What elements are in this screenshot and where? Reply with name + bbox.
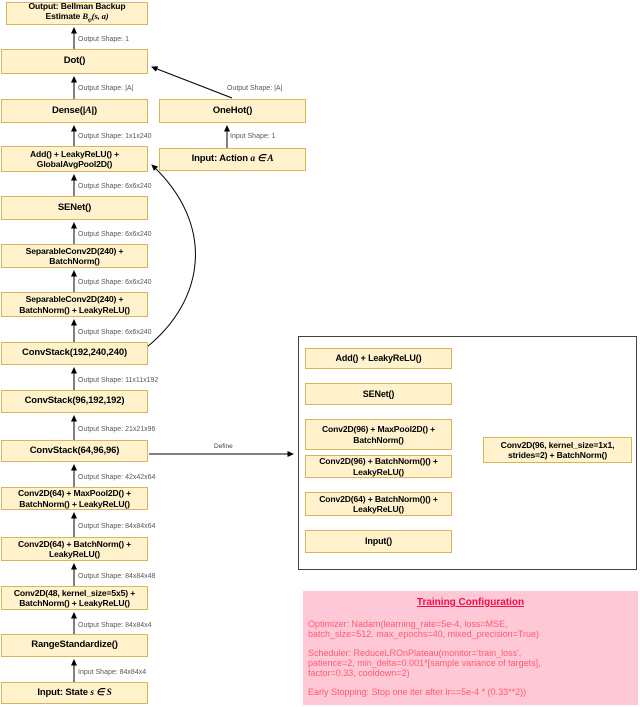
node-label: SeparableConv2D(240) + xyxy=(25,294,124,304)
subnode-input: Input() xyxy=(305,530,452,553)
node-label: BatchNorm() xyxy=(353,434,404,445)
config-line: Optimizer: Nadam(learning_rate=5e-4, los… xyxy=(308,619,508,629)
shape-label: Output Shape: 1x1x240 xyxy=(78,133,152,140)
shape-label: Output Shape: 6x6x240 xyxy=(78,279,152,286)
shape-label: Input Shape: 84x84x4 xyxy=(78,669,147,676)
node-label: RangeStandardize() xyxy=(31,639,118,651)
training-config-title: Training Configuration xyxy=(416,597,525,608)
node-label: Add() + LeakyReLU() xyxy=(335,353,422,364)
node-convstack-64-96-96: ConvStack(64,96,96) xyxy=(1,440,148,462)
node-input-state: Input: State s ∈ S xyxy=(1,682,148,704)
config-line: Scheduler: ReduceLROnPlateau(monitor='tr… xyxy=(308,648,522,658)
shape-label: Output Shape: 11x11x192 xyxy=(78,377,159,384)
subnode-conv96-bn-lrelu: Conv2D(96) + BatchNorm()() + LeakyReLU() xyxy=(305,455,452,478)
node-dense: Dense(|A|) xyxy=(1,99,148,123)
node-label: Dense(|A|) xyxy=(51,104,97,116)
node-label: Conv2D(64) + MaxPool2D() + xyxy=(17,488,132,498)
node-label: Input() xyxy=(365,536,392,547)
node-label: Input: Action a ∈ A xyxy=(191,153,274,165)
node-label: SENet() xyxy=(362,388,395,399)
shape-label: Output Shape: 6x6x240 xyxy=(78,231,152,238)
define-edge-label: Define xyxy=(214,443,233,450)
scheduler-config: Scheduler: ReduceLROnPlateau(monitor='tr… xyxy=(308,648,633,678)
shape-label: Output Shape: |A| xyxy=(78,85,134,92)
node-label: Conv2D(96) + MaxPool2D() + xyxy=(321,424,436,434)
node-label: Conv2D(64) + BatchNorm()() + xyxy=(319,493,438,504)
node-conv64-bn-lrelu: Conv2D(64) + BatchNorm() + LeakyReLU() xyxy=(1,537,148,561)
arrow-onehot-to-dot xyxy=(151,66,233,99)
node-conv64-maxpool-bn-lrelu: Conv2D(64) + MaxPool2D() + BatchNorm() +… xyxy=(1,487,148,510)
node-label: Conv2D(64) + BatchNorm() + xyxy=(17,538,132,549)
node-label: ConvStack(64,96,96) xyxy=(29,444,120,456)
node-label: Output: Bellman Backup xyxy=(28,0,126,11)
node-label: BatchNorm() + LeakyReLU() xyxy=(19,598,130,608)
subnode-conv64-bn-lrelu: Conv2D(64) + BatchNorm()() + LeakyReLU() xyxy=(305,492,452,516)
shape-label: Output Shape: 1 xyxy=(78,36,129,43)
node-label: BatchNorm() xyxy=(49,256,100,266)
subnode-senet: SENet() xyxy=(305,383,452,405)
node-add-leakyrelu-gap: Add() + LeakyReLU() + GlobalAvgPool2D() xyxy=(1,146,148,172)
node-label: Input: State s ∈ S xyxy=(37,686,112,698)
skip-connection-curve xyxy=(146,164,196,348)
node-label: SENet() xyxy=(57,201,92,213)
config-line: batch_size=512. max_epochs=40, mixed_pre… xyxy=(308,629,540,639)
early-stopping-config: Early Stopping: Stop one iter after lr==… xyxy=(308,687,633,697)
node-sepconv240-bn-lrelu: SeparableConv2D(240) + BatchNorm() + Lea… xyxy=(1,292,148,317)
node-label: LeakyReLU() xyxy=(353,466,404,477)
node-dot: Dot() xyxy=(1,49,148,74)
node-label: Conv2D(48, kernel_size=5x5) + xyxy=(13,587,136,598)
node-convstack-96-192-192: ConvStack(96,192,192) xyxy=(1,390,148,413)
shape-label: Output Shape: 42x42x64 xyxy=(78,474,156,481)
node-onehot: OneHot() xyxy=(159,99,306,123)
node-label: BatchNorm() + LeakyReLU() xyxy=(19,498,130,509)
shape-label: Output Shape: |A| xyxy=(227,85,283,92)
shape-label: Input Shape: 1 xyxy=(230,133,276,140)
node-label: ConvStack(96,192,192) xyxy=(24,395,125,407)
node-sepconv240-bn: SeparableConv2D(240) + BatchNorm() xyxy=(1,244,148,268)
shape-label: Output Shape: 84x84x64 xyxy=(78,523,156,530)
node-label: Conv2D(96) + BatchNorm()() + xyxy=(319,456,438,466)
subnode-add-leakyrelu: Add() + LeakyReLU() xyxy=(305,348,452,369)
node-label: LeakyReLU() xyxy=(353,504,404,514)
node-input-action: Input: Action a ∈ A xyxy=(159,148,306,171)
shape-label: Output Shape: 6x6x240 xyxy=(78,329,152,336)
node-label: BatchNorm() + LeakyReLU() xyxy=(19,304,130,315)
node-label: LeakyReLU() xyxy=(49,549,100,559)
node-label: GlobalAvgPool2D() xyxy=(36,159,113,169)
config-line: factor=0.33, cooldown=2) xyxy=(308,668,410,678)
node-rangestandardize: RangeStandardize() xyxy=(1,634,148,657)
node-label: SeparableConv2D(240) + xyxy=(25,245,124,256)
node-label: ConvStack(192,240,240) xyxy=(22,347,127,359)
node-label: OneHot() xyxy=(212,104,253,116)
optimizer-config: Optimizer: Nadam(learning_rate=5e-4, los… xyxy=(308,619,633,639)
node-senet: SENet() xyxy=(1,196,148,220)
subnode-conv96-maxpool-bn: Conv2D(96) + MaxPool2D() + BatchNorm() xyxy=(305,419,452,450)
shape-label: Output Shape: 84x84x4 xyxy=(78,622,152,629)
node-label: Dot() xyxy=(63,55,86,67)
node-output-bellman: Output: Bellman Backup Estimate Bφ(s, a) xyxy=(6,0,148,25)
shape-label: Output Shape: 6x6x240 xyxy=(78,183,152,190)
shape-label: Output Shape: 84x84x48 xyxy=(78,573,156,580)
shape-label: Output Shape: 21x21x96 xyxy=(78,426,156,433)
node-label: Conv2D(96, kernel_size=1x1, xyxy=(500,439,615,450)
subnode-conv96-shortcut: Conv2D(96, kernel_size=1x1, strides=2) +… xyxy=(483,437,632,463)
node-label: strides=2) + BatchNorm() xyxy=(507,450,608,460)
config-line: Early Stopping: Stop one iter after lr==… xyxy=(308,687,527,697)
node-label: Estimate Bφ(s, a) xyxy=(45,11,109,24)
node-label: Add() + LeakyReLU() + xyxy=(29,148,119,159)
node-convstack-192-240-240: ConvStack(192,240,240) xyxy=(1,342,148,365)
node-conv48-bn-lrelu: Conv2D(48, kernel_size=5x5) + BatchNorm(… xyxy=(1,586,148,610)
training-config-panel: Training Configuration Optimizer: Nadam(… xyxy=(303,591,638,705)
config-line: patience=2, min_delta=0.001*[sample vari… xyxy=(308,658,541,668)
